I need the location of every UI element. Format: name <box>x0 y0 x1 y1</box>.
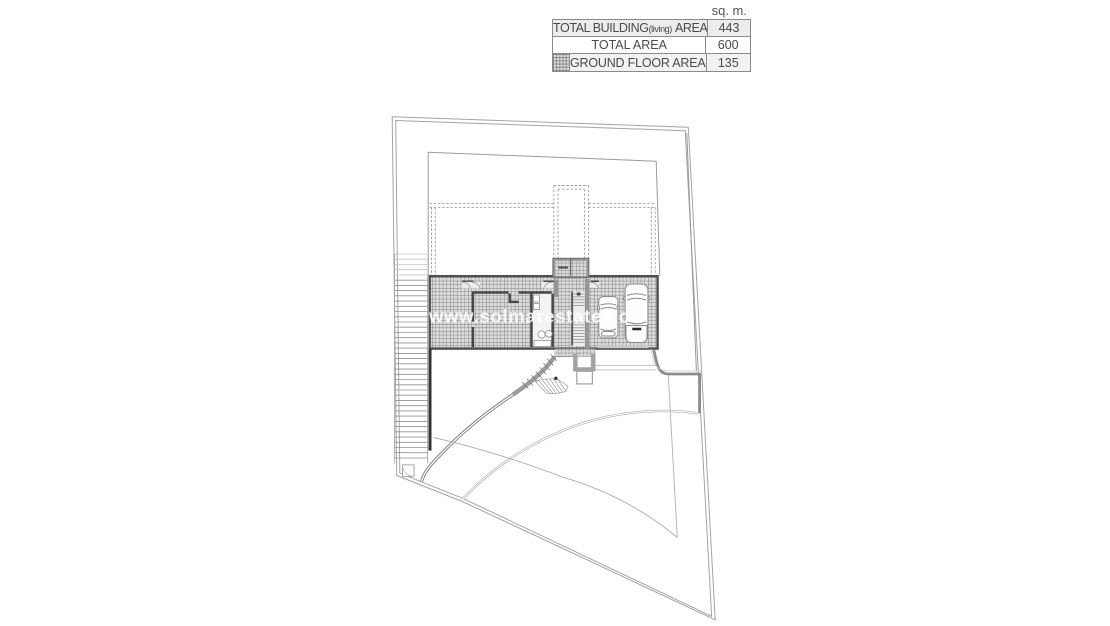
svg-text:www.solmarestates.c: www.solmarestates.c <box>428 306 630 327</box>
